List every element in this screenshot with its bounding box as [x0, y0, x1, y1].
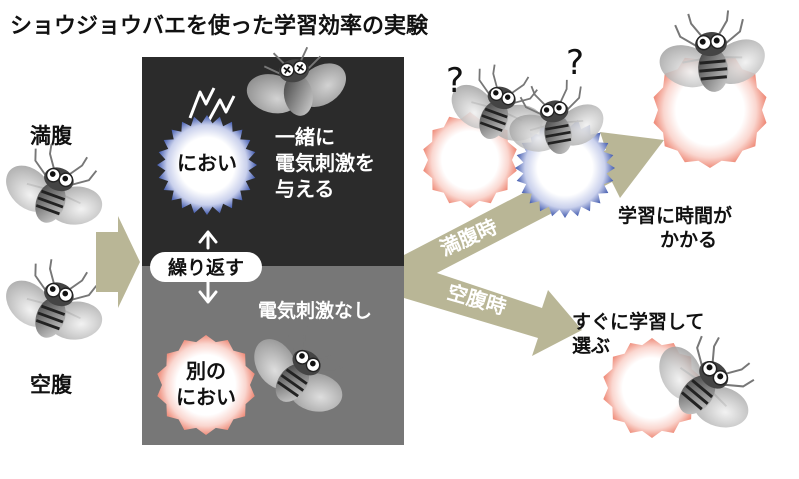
result-empty-line1: すぐに学習して — [572, 310, 704, 333]
other-odor-line1: 別の — [186, 359, 226, 383]
repeat-label: 繰り返す — [168, 256, 244, 279]
odor-label: におい — [177, 151, 237, 175]
no-shock-label: 電気刺激なし — [258, 299, 372, 322]
label-empty: 空腹 — [30, 373, 73, 397]
label-full: 満腹 — [30, 124, 73, 148]
fly-full-icon — [0, 129, 125, 245]
other-odor-line2: におい — [176, 385, 236, 409]
result-empty-line2: 選ぶ — [572, 335, 610, 357]
question-mark-right: ? — [566, 43, 584, 83]
shock-text-line2: 電気刺激を — [275, 151, 375, 175]
shock-text-line1: 一緒に — [275, 125, 335, 149]
question-mark-left: ? — [446, 61, 464, 101]
diagram-title: ショウジョウバエを使った学習効率の実験 — [10, 13, 429, 39]
result-full-line2: かかる — [660, 229, 717, 251]
input-arrow — [96, 216, 140, 308]
arrow-empty-time — [404, 262, 582, 356]
odor-burst-pink — [157, 335, 255, 435]
repeat-pill — [150, 252, 262, 282]
odor-burst-blue — [157, 115, 257, 215]
repeat-arrow — [198, 230, 218, 304]
result-full-line1: 学習に時間が — [618, 204, 732, 227]
lightning-icon — [188, 87, 236, 123]
shock-text-line3: 与える — [275, 177, 334, 201]
